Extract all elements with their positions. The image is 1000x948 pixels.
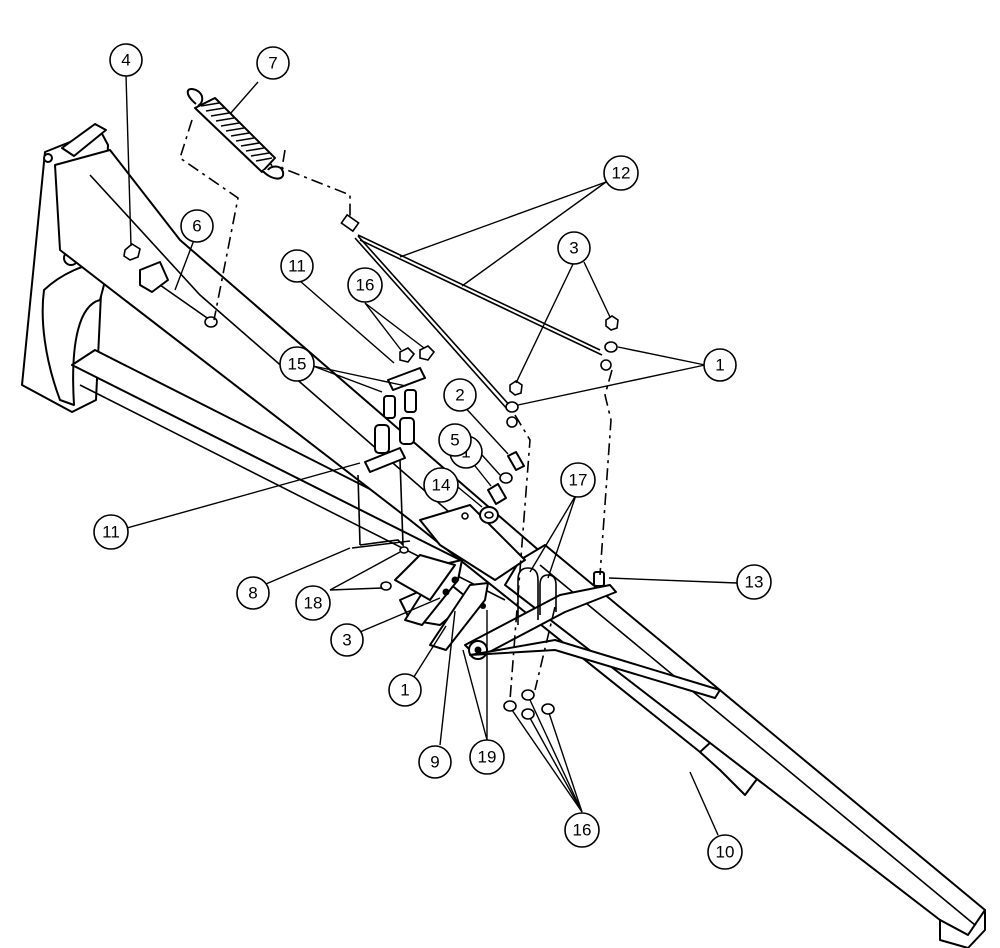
nut-16b — [419, 345, 436, 361]
callout-11-upper: 11 — [280, 249, 314, 283]
callout-13: 13 — [736, 564, 772, 600]
cables-12 — [340, 213, 612, 428]
callout-14: 14 — [423, 467, 459, 503]
callout-16-lower: 16 — [564, 812, 600, 848]
cable-eye-b — [506, 416, 518, 428]
spacer-a — [374, 424, 390, 454]
nut-4 — [123, 243, 141, 261]
lower-link-arm — [469, 639, 721, 699]
bolt-bracket-6 — [139, 261, 169, 293]
callout-16-upper: 16 — [347, 267, 383, 303]
cable-eye-a — [600, 359, 612, 371]
bracket-lower-body — [394, 554, 456, 601]
washer-1c — [499, 472, 513, 484]
u-bolts — [351, 459, 557, 625]
part-5 — [487, 483, 507, 505]
washer-6 — [204, 316, 218, 328]
callout-5: 5 — [438, 423, 472, 457]
hardware — [123, 243, 619, 720]
bolt-2 — [507, 451, 525, 471]
pivot-hole — [43, 153, 53, 163]
svg-text:3: 3 — [342, 631, 351, 650]
callouts: 1 1 1 2 3 3 4 5 — [93, 43, 772, 870]
callout-15: 15 — [279, 346, 315, 382]
u-bolt-17a — [517, 567, 539, 625]
svg-text:17: 17 — [569, 471, 588, 490]
svg-text:7: 7 — [268, 54, 277, 73]
cable-end-top — [340, 213, 360, 233]
callout-3-lower: 3 — [330, 623, 364, 657]
washer-16c — [503, 700, 517, 712]
washer-16f — [541, 703, 555, 715]
svg-text:1: 1 — [400, 681, 409, 700]
callout-11-lower: 11 — [93, 514, 129, 550]
callout-3-upper: 3 — [557, 231, 591, 265]
svg-text:4: 4 — [121, 51, 130, 70]
spacer-15b — [404, 389, 417, 413]
svg-text:11: 11 — [288, 257, 306, 276]
svg-text:15: 15 — [288, 355, 307, 374]
washer-1b — [505, 401, 519, 413]
pivot-tube — [61, 123, 107, 157]
callout-17: 17 — [560, 462, 596, 498]
callout-10: 10 — [707, 834, 743, 870]
svg-text:12: 12 — [612, 164, 631, 183]
pedal-plate-2 — [429, 582, 489, 651]
washer-18a — [399, 546, 409, 554]
callout-12: 12 — [603, 155, 639, 191]
callout-9: 9 — [418, 745, 452, 779]
svg-text:16: 16 — [573, 821, 592, 840]
spring-hook-top — [186, 88, 204, 107]
assembly-lines — [179, 119, 613, 701]
washer-18b — [380, 581, 392, 591]
svg-text:5: 5 — [450, 431, 459, 450]
svg-text:14: 14 — [432, 476, 451, 495]
callout-2: 2 — [443, 378, 477, 412]
washer-16d — [521, 689, 535, 701]
svg-text:6: 6 — [192, 217, 201, 236]
svg-text:1: 1 — [715, 356, 724, 375]
spacer-15a — [383, 395, 396, 419]
cable-upper — [357, 234, 601, 351]
svg-text:11: 11 — [102, 523, 120, 542]
bolt-13 — [593, 571, 605, 587]
leader-lines — [125, 74, 738, 836]
bracket-plate-upper — [419, 504, 526, 581]
washer-1a — [604, 341, 618, 353]
bushing-14 — [479, 506, 499, 524]
link-plate-upper — [387, 367, 426, 391]
washer-16e — [521, 708, 535, 720]
nut-3b — [509, 380, 523, 396]
callout-4: 4 — [109, 43, 143, 77]
center-bracket — [394, 504, 721, 699]
svg-text:16: 16 — [356, 276, 375, 295]
svg-text:9: 9 — [430, 753, 439, 772]
spring-7 — [186, 88, 285, 180]
nut-3a — [605, 315, 619, 331]
callout-7: 7 — [256, 46, 290, 80]
callout-1-lower: 1 — [388, 673, 422, 707]
svg-text:8: 8 — [248, 584, 257, 603]
svg-text:10: 10 — [716, 843, 735, 862]
svg-text:3: 3 — [569, 239, 578, 258]
tow-tube-end — [939, 909, 986, 948]
svg-text:2: 2 — [455, 386, 464, 405]
callout-19: 19 — [469, 739, 505, 775]
spacer-b — [399, 417, 415, 445]
callout-1-upper-right: 1 — [703, 348, 737, 382]
callout-8: 8 — [236, 576, 270, 610]
svg-text:19: 19 — [478, 748, 497, 767]
callout-6: 6 — [180, 209, 214, 243]
svg-text:18: 18 — [304, 594, 323, 613]
u-bolt-17b — [539, 574, 557, 615]
callout-18: 18 — [295, 585, 331, 621]
lift-arm — [54, 149, 986, 948]
nut-16a — [399, 347, 416, 363]
svg-text:13: 13 — [745, 573, 764, 592]
cable-lower — [354, 237, 509, 411]
spring-hook-bottom — [261, 165, 285, 180]
